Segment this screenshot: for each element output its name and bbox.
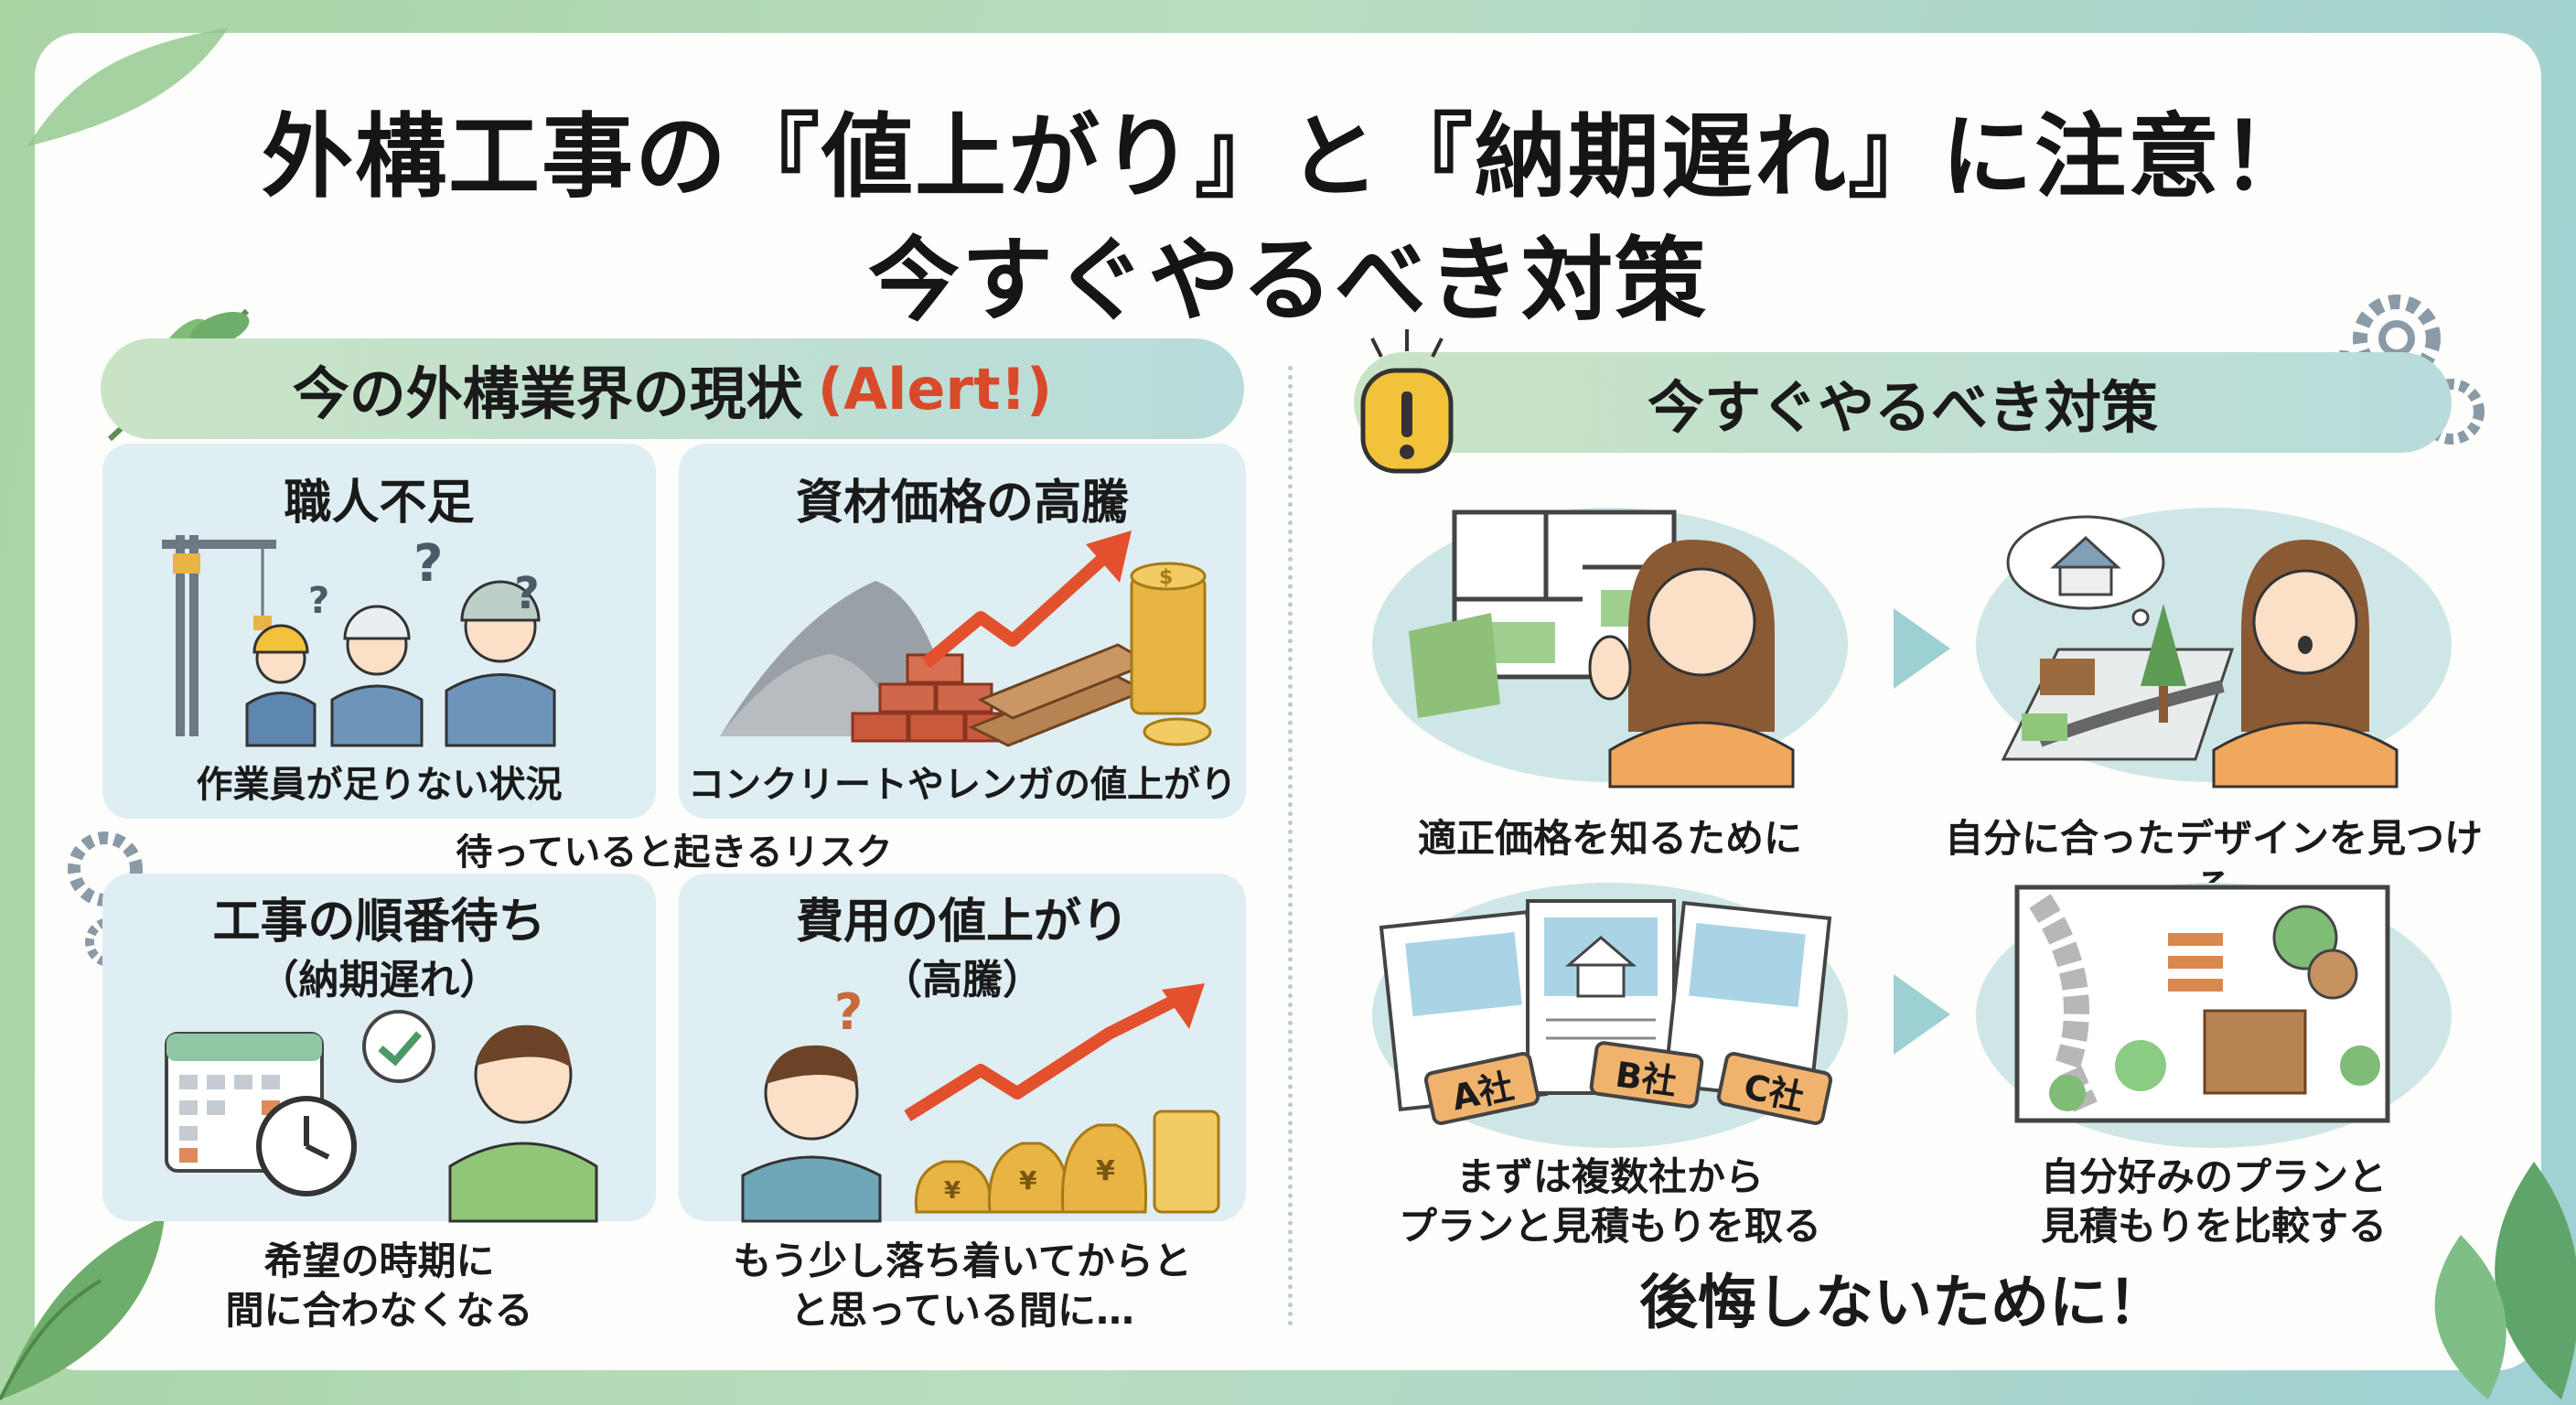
map-piece-icon bbox=[1409, 613, 1500, 718]
caption-line: 間に合わなくなる bbox=[225, 1288, 533, 1333]
left-section-header: 今の外構業界の現状 (Alert!) bbox=[101, 338, 1244, 439]
caption-line: もう少し落ち着いてからと bbox=[733, 1239, 1192, 1283]
surprised-woman-icon bbox=[2212, 540, 2399, 788]
left-section-title: 今の外構業界の現状 bbox=[292, 360, 803, 427]
card-subtitle: （納期遅れ） bbox=[258, 957, 500, 1003]
step-caption: まずは複数社から プランと見積もりを取る bbox=[1354, 1153, 1866, 1251]
thinking-person-icon: ? bbox=[741, 983, 882, 1223]
caption-line: 希望の時期に bbox=[263, 1239, 495, 1283]
yen-symbol: ¥ bbox=[1096, 1155, 1115, 1187]
step-caption: 適正価格を知るために bbox=[1417, 816, 1802, 861]
svg-text:?: ? bbox=[834, 983, 863, 1041]
yen-symbol: ¥ bbox=[944, 1177, 961, 1205]
caption-line: まずは複数社から bbox=[1455, 1154, 1764, 1199]
leaf-bottom-right-icon bbox=[2434, 1162, 2576, 1400]
alert-sign-icon bbox=[1360, 329, 1454, 474]
worried-person-icon bbox=[448, 1024, 598, 1223]
svg-text:?: ? bbox=[413, 534, 443, 594]
thinking-woman-icon bbox=[1588, 540, 1795, 788]
card-subtitle: （高騰） bbox=[882, 957, 1043, 1003]
section-divider bbox=[1288, 366, 1293, 1326]
worker-icon bbox=[330, 605, 424, 747]
trend-up-arrow-icon bbox=[904, 983, 1205, 1121]
right-section-title: 今すぐやるべき対策 bbox=[1647, 374, 2158, 441]
worker-icon bbox=[445, 580, 556, 747]
step-arrow-icon bbox=[1894, 608, 1950, 689]
card-caption: 作業員が足りない状況 bbox=[196, 764, 563, 806]
card-title: 工事の順番待ち bbox=[212, 895, 546, 949]
page-title-line1: 外構工事の『値上がり』と『納期遅れ』に注意！ bbox=[262, 103, 2314, 210]
check-bubble-icon bbox=[362, 1010, 435, 1083]
leaf-top-left-icon bbox=[27, 27, 229, 146]
lumber-icon bbox=[968, 643, 1154, 747]
garden-design-icon bbox=[2001, 604, 2235, 761]
dollar-symbol: $ bbox=[1159, 566, 1173, 589]
card-caption: もう少し落ち着いてからと と思っている間に… bbox=[679, 1237, 1246, 1335]
card-material-price: 資材価格の高騰 $ コンクリートやレンガの値上がり bbox=[679, 444, 1246, 819]
leaf-bottom-left-icon bbox=[0, 1217, 165, 1400]
risk-label: 待っていると起きるリスク bbox=[456, 831, 893, 874]
card-caption: コンクリートやレンガの値上がり bbox=[688, 764, 1237, 806]
money-bags-icon: ¥ ¥ ¥ bbox=[914, 1110, 1220, 1214]
caption-line: 自分好みのプランと bbox=[2040, 1154, 2387, 1199]
svg-text:?: ? bbox=[514, 568, 540, 619]
card-construction-wait: 工事の順番待ち （納期遅れ） bbox=[102, 874, 656, 1223]
trend-up-arrow-icon bbox=[921, 531, 1132, 669]
yen-symbol: ¥ bbox=[1019, 1165, 1037, 1196]
footer-message: 後悔しないために！ bbox=[1639, 1270, 2166, 1337]
caption-line: 見積もりを比較する bbox=[2040, 1204, 2387, 1249]
card-title: 費用の値上がり bbox=[795, 895, 1129, 949]
step-arrow-icon bbox=[1894, 974, 1950, 1055]
garden-plan-icon bbox=[2014, 885, 2390, 1123]
caption-line: と思っている間に… bbox=[790, 1288, 1134, 1333]
alert-label: (Alert!) bbox=[817, 355, 1053, 423]
worker-icon bbox=[245, 624, 317, 747]
card-title: 資材価格の高騰 bbox=[795, 476, 1129, 531]
card-caption: 希望の時期に 間に合わなくなる bbox=[102, 1237, 656, 1335]
coin-stack-icon: $ bbox=[1130, 562, 1212, 746]
thought-bubble-house-icon bbox=[2006, 515, 2165, 627]
caption-line: プランと見積もりを取る bbox=[1398, 1204, 1821, 1249]
question-mark-icon: ? ? ? bbox=[308, 534, 540, 622]
card-title: 職人不足 bbox=[284, 476, 475, 531]
card-labor-shortage: 職人不足 ? ? ? 作業員が足りない状況 bbox=[102, 444, 656, 819]
step-caption: 自分好みのプランと 見積もりを比較する bbox=[1930, 1153, 2497, 1251]
card-cost-increase: 費用の値上がり （高騰） ? ¥ ¥ ¥ bbox=[679, 874, 1246, 1223]
right-section-header: 今すぐやるべき対策 bbox=[1354, 352, 2452, 453]
clock-icon bbox=[256, 1096, 357, 1196]
page-title-line2: 今すぐやるべき対策 bbox=[868, 227, 1708, 334]
construction-crane-icon bbox=[162, 535, 276, 736]
svg-text:?: ? bbox=[308, 580, 329, 622]
